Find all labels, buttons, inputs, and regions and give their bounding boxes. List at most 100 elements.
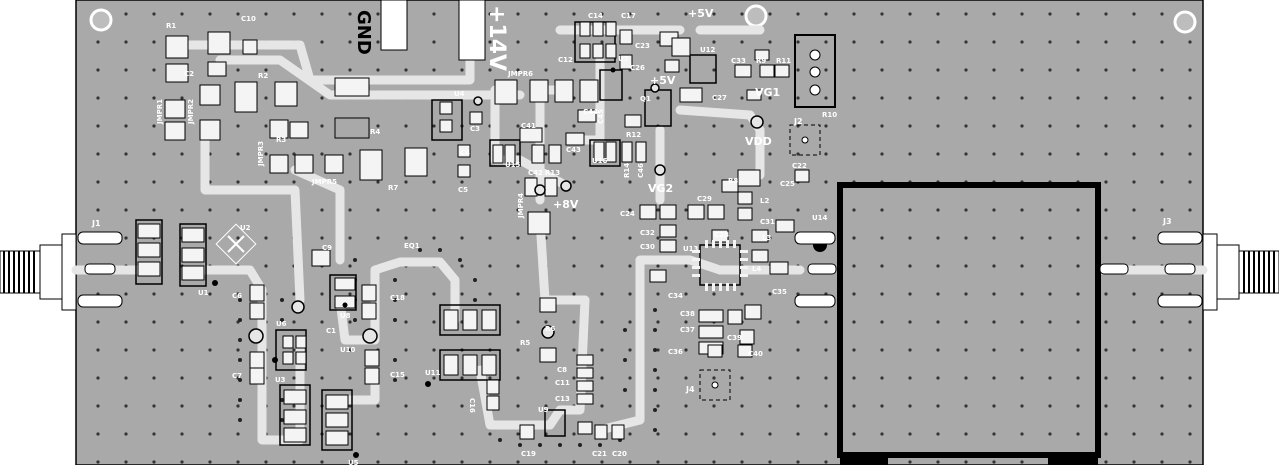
label-c34: C34 [668, 292, 683, 300]
via-fences [238, 248, 657, 447]
label-8v: +8V [553, 198, 579, 211]
label-r12: R12 [626, 131, 641, 139]
label-c39: C39 [727, 334, 742, 342]
label-vg1: VG1 [755, 86, 780, 99]
label-q1: Q1 [640, 95, 651, 103]
label-c36: C36 [668, 348, 683, 356]
label-u16: U16 [592, 157, 608, 165]
label-u8: U8 [340, 312, 351, 320]
label-r9: R9 [756, 57, 766, 65]
label-jmpr4: JMPR4 [517, 193, 525, 219]
label-u1: U1 [198, 289, 209, 297]
label-c32: C32 [640, 229, 655, 237]
label-jmpr6: JMPR6 [507, 70, 533, 78]
label-c20: C20 [612, 450, 627, 458]
label-vdd: VDD [745, 135, 772, 148]
label-gnd: GND [353, 10, 374, 55]
label-c43: C43 [566, 146, 581, 154]
label-u11: U11 [425, 369, 441, 377]
u13-qfn-pins [692, 240, 748, 291]
label-u12: U12 [700, 46, 716, 54]
label-eq1: EQ1 [404, 242, 420, 250]
label-c29: C29 [697, 195, 712, 203]
label-c33: C33 [731, 57, 746, 65]
label-r1: R1 [166, 22, 176, 30]
label-u14: U14 [812, 214, 828, 222]
label-c16: C16 [468, 398, 476, 413]
label-5v-mid: +5V [650, 74, 676, 87]
label-c30: C30 [640, 243, 655, 251]
label-jmpr2: JMPR2 [187, 99, 195, 125]
label-c22: C22 [792, 162, 807, 170]
label-jmpr3: JMPR3 [257, 141, 265, 167]
refdes-labels: R1 R2 R3 R4 R5 R6 R7 R8 R9 R10 R11 R12 R… [156, 12, 837, 467]
label-c41: C41 [521, 122, 536, 130]
connector-labels: J1 J2 J3 J4 [91, 117, 1172, 394]
label-r13: R13 [545, 169, 560, 177]
label-c8: C8 [557, 366, 567, 374]
label-14v: +14V [484, 5, 509, 71]
label-c28: C28 [714, 231, 729, 239]
label-c4: C4 [460, 149, 470, 157]
label-r8: R8 [728, 177, 738, 185]
label-c27: C27 [712, 94, 727, 102]
rf-pads [77, 124, 1203, 401]
label-c40: C40 [748, 350, 763, 358]
sma-connector-right [1202, 233, 1279, 311]
sma-connector-left [0, 233, 77, 311]
label-u10: U10 [340, 346, 356, 354]
label-j3: J3 [1162, 217, 1172, 226]
label-r11: R11 [776, 57, 791, 65]
power-input-pads [380, 0, 486, 61]
label-c46: C46 [637, 163, 645, 178]
label-c21: C21 [592, 450, 607, 458]
label-l3: L3 [762, 234, 771, 242]
label-r5: R5 [520, 339, 530, 347]
label-r3: R3 [276, 136, 286, 144]
label-u5: U5 [348, 459, 359, 465]
r10-trimmer [809, 49, 821, 96]
label-c23: C23 [635, 42, 650, 50]
label-c19: C19 [521, 450, 536, 458]
label-vg2: VG2 [648, 182, 673, 195]
copper-traces [71, 0, 1208, 445]
label-c7: C7 [232, 372, 242, 380]
label-jmpr1: JMPR1 [156, 99, 164, 125]
label-r7: R7 [388, 184, 398, 192]
polarity-dots [212, 67, 616, 458]
label-r14: R14 [623, 163, 631, 178]
label-c14: C14 [588, 12, 603, 20]
ic-packages [135, 21, 836, 451]
label-c10: C10 [241, 15, 256, 23]
label-l2: L2 [760, 197, 769, 205]
label-c25: C25 [780, 180, 795, 188]
label-c2: C2 [184, 70, 194, 78]
label-j4: J4 [685, 385, 695, 394]
label-u15: U15 [505, 161, 521, 169]
u2-symbol [215, 223, 257, 265]
label-c9: C9 [322, 244, 332, 252]
label-c35: C35 [772, 288, 787, 296]
power-label-group: GND +14V +5V +5V +8V VG1 VG2 VDD [353, 5, 780, 211]
label-c44: C44 [583, 108, 598, 116]
label-c45: C45 [597, 109, 605, 124]
test-points [248, 83, 764, 344]
label-c15: C15 [390, 371, 405, 379]
label-r2: R2 [258, 72, 268, 80]
label-u3: U3 [275, 376, 286, 384]
label-c42: C42 [528, 169, 543, 177]
label-c12: C12 [558, 56, 573, 64]
label-u7: U7 [618, 55, 629, 63]
label-c18: C18 [390, 294, 405, 302]
label-u4: U4 [454, 90, 465, 98]
label-c5: C5 [458, 186, 468, 194]
board-outline [75, 0, 1204, 466]
label-j1: J1 [91, 219, 101, 228]
label-r6: R6 [545, 325, 555, 333]
label-r4: R4 [370, 128, 380, 136]
label-c1: C1 [326, 327, 336, 335]
label-c26: C26 [630, 64, 645, 72]
label-c3: C3 [470, 125, 480, 133]
label-c37: C37 [680, 326, 695, 334]
label-u2: U2 [240, 224, 251, 232]
